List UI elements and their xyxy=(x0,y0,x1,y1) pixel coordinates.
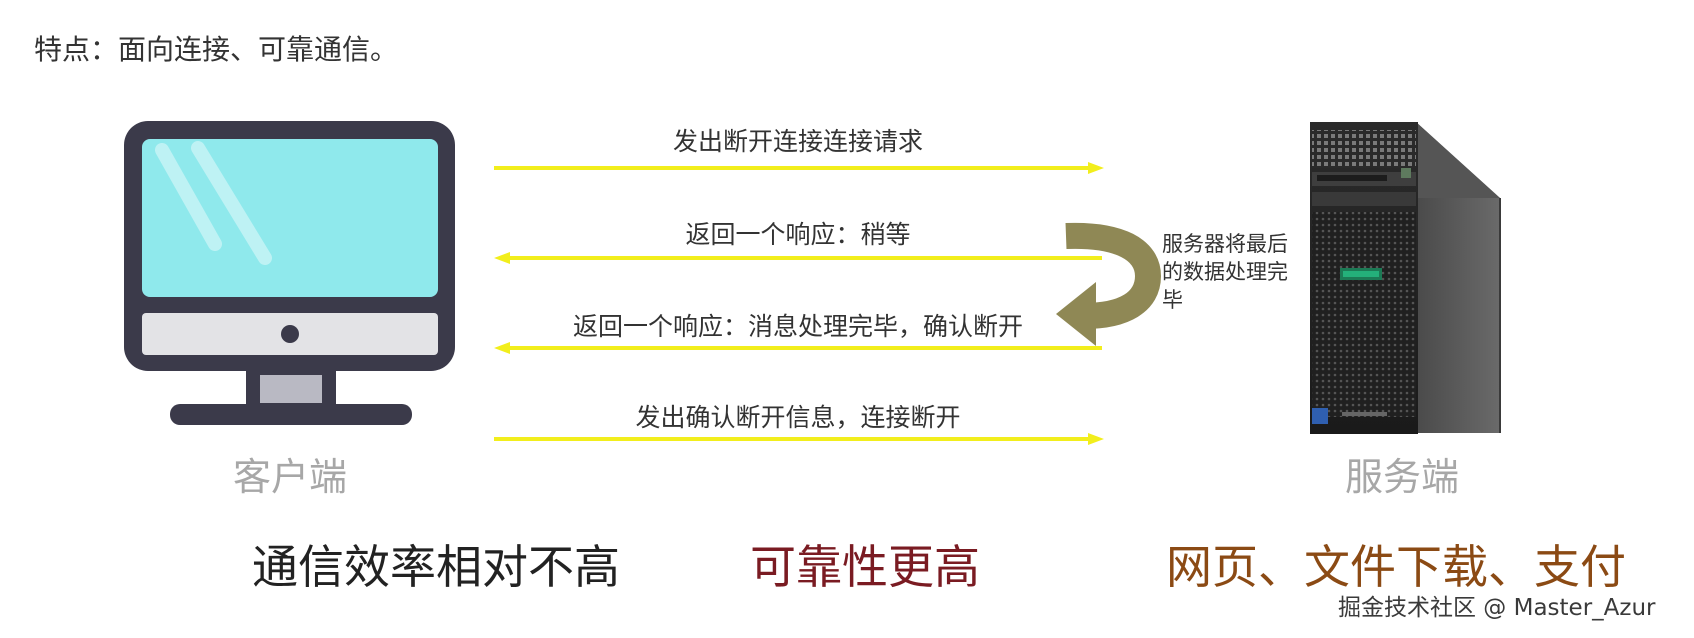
arrow-response-wait xyxy=(494,252,1102,264)
message-response-confirm: 返回一个响应：消息处理完毕，确认断开 xyxy=(572,312,1024,341)
message-response-wait: 返回一个响应：稍等 xyxy=(685,220,911,249)
arrow-final-ack xyxy=(494,433,1104,445)
use-cases-text: 网页、文件下载、支付 xyxy=(1166,540,1626,594)
efficiency-text: 通信效率相对不高 xyxy=(252,540,620,594)
desktop-monitor-icon xyxy=(124,121,455,425)
curved-return-arrow-icon xyxy=(1056,222,1162,346)
client-label: 客户端 xyxy=(232,455,348,499)
watermark: 掘金技术社区 @ Master_Azur xyxy=(1338,595,1656,621)
server-processing-note: 服务器将最后的数据处理完毕 xyxy=(1162,232,1288,312)
server-label: 服务端 xyxy=(1344,455,1460,499)
intro-text: 特点：面向连接、可靠通信。 xyxy=(34,33,399,66)
message-request-disconnect: 发出断开连接连接请求 xyxy=(672,127,924,156)
reliability-text: 可靠性更高 xyxy=(750,540,980,594)
tower-server-icon xyxy=(1310,122,1501,434)
arrow-request-disconnect xyxy=(494,162,1104,174)
message-final-ack: 发出确认断开信息，连接断开 xyxy=(635,403,961,432)
arrow-response-confirm xyxy=(494,342,1102,354)
